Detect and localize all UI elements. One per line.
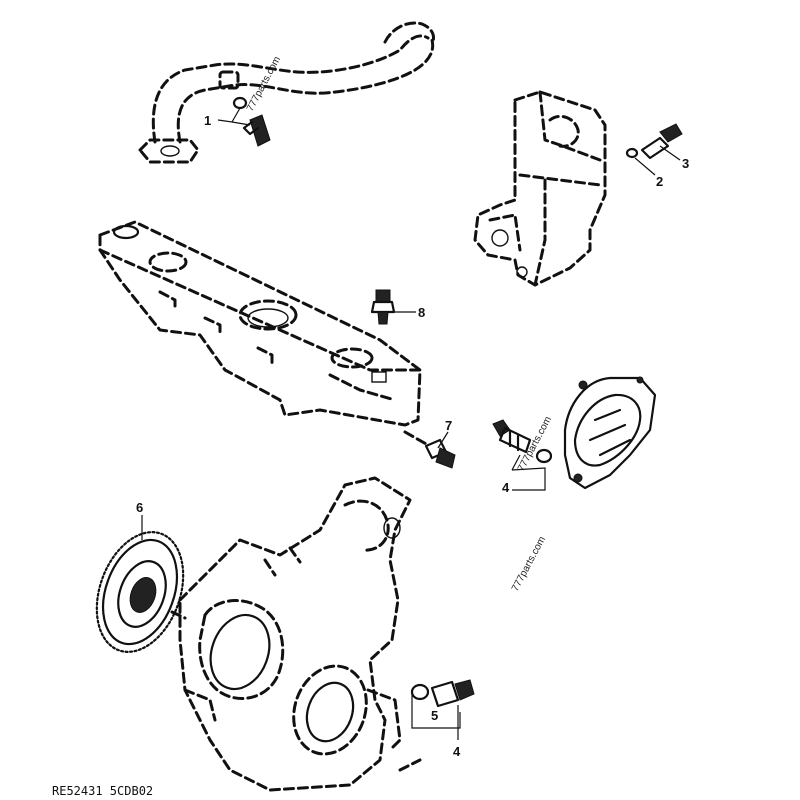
callout-1: 1 (204, 113, 211, 128)
timing-cover (178, 476, 422, 792)
leader-2 (634, 157, 656, 176)
callout-3: 3 (682, 156, 689, 171)
callout-2: 2 (656, 174, 663, 189)
reference-code: RE52431 5CDB02 (52, 784, 153, 798)
part-8-sensor (370, 289, 396, 325)
callout-5: 5 (431, 708, 438, 723)
gear-alignment-line (170, 610, 187, 620)
leader-5 (411, 690, 461, 729)
housing-cover (563, 376, 657, 490)
pump-housing (473, 90, 607, 287)
leader-3 (659, 145, 681, 161)
leader-4a (511, 454, 546, 491)
callout-8: 8 (418, 305, 425, 320)
cylinder-head (98, 220, 422, 427)
callout-4b: 4 (453, 744, 461, 759)
callout-6: 6 (136, 500, 143, 515)
callout-7: 7 (445, 418, 452, 433)
part-4-sensor-lower (410, 679, 475, 708)
part-7-sensor (403, 430, 456, 469)
leader-7 (437, 431, 449, 449)
watermark-2: 777parts.com (516, 415, 554, 474)
coolant-pipe (138, 21, 436, 164)
watermark-3: 777parts.com (510, 535, 548, 594)
part-6-gear (95, 531, 185, 653)
leader-1 (217, 107, 251, 126)
part-4-sensor-upper (492, 419, 553, 464)
callout-4a: 4 (502, 480, 510, 495)
part-3-sensor (625, 123, 683, 160)
